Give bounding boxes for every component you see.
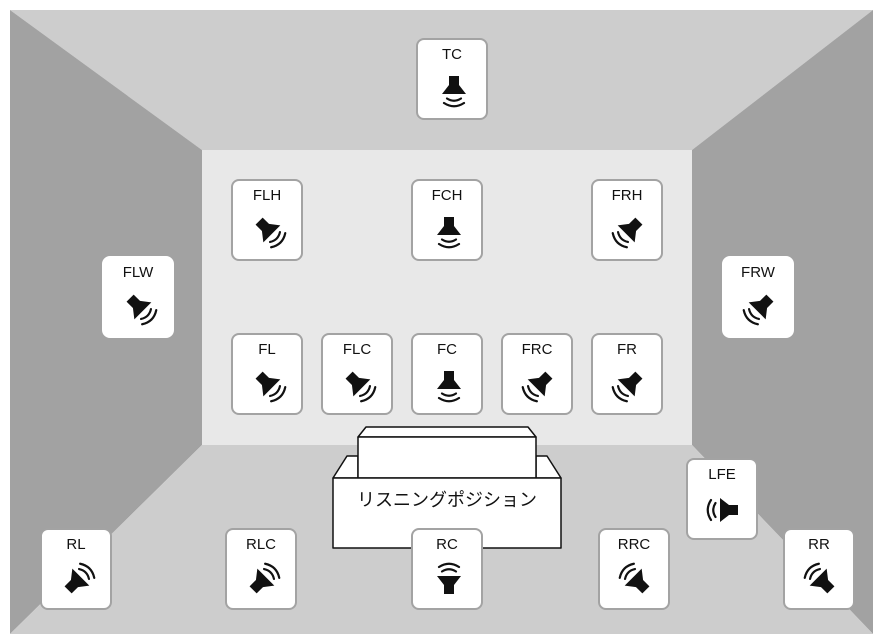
speaker-icon bbox=[611, 217, 643, 249]
speaker-label: FC bbox=[437, 341, 457, 358]
speaker-icon bbox=[437, 371, 461, 403]
speaker-icon bbox=[706, 498, 738, 522]
speaker-frw[interactable]: FRW bbox=[722, 256, 794, 338]
speaker-label: RL bbox=[66, 536, 86, 553]
speaker-rc[interactable]: RC bbox=[411, 528, 483, 610]
speaker-icon bbox=[64, 562, 96, 594]
speaker-icon bbox=[442, 76, 466, 108]
speaker-lfe[interactable]: LFE bbox=[686, 458, 758, 540]
speaker-fch[interactable]: FCH bbox=[411, 179, 483, 261]
speaker-icon bbox=[255, 217, 287, 249]
speaker-icon bbox=[255, 371, 287, 403]
speaker-label: FRC bbox=[521, 341, 553, 358]
speaker-label: FLC bbox=[342, 341, 372, 358]
speaker-flw[interactable]: FLW bbox=[102, 256, 174, 338]
listening-position-label: リスニングポジション bbox=[357, 490, 537, 511]
speaker-label: RR bbox=[808, 536, 830, 553]
speaker-label: FLH bbox=[252, 187, 282, 204]
speaker-rr[interactable]: RR bbox=[783, 528, 855, 610]
speaker-label: RC bbox=[436, 536, 458, 553]
speaker-rl[interactable]: RL bbox=[40, 528, 112, 610]
speaker-flc[interactable]: FLC bbox=[321, 333, 393, 415]
speaker-label: RRC bbox=[617, 536, 651, 553]
speaker-label: FRH bbox=[611, 187, 643, 204]
speaker-flh[interactable]: FLH bbox=[231, 179, 303, 261]
speaker-icon bbox=[611, 371, 643, 403]
speaker-label: FL bbox=[258, 341, 276, 358]
speaker-label: LFE bbox=[708, 466, 736, 483]
speaker-label: FRW bbox=[741, 264, 775, 281]
speaker-label: RLC bbox=[245, 536, 276, 553]
speaker-icon bbox=[437, 562, 461, 594]
speaker-icon bbox=[437, 217, 461, 249]
speaker-frc[interactable]: FRC bbox=[501, 333, 573, 415]
speaker-fc[interactable]: FC bbox=[411, 333, 483, 415]
speaker-icon bbox=[742, 294, 774, 326]
speaker-label: FLW bbox=[122, 264, 154, 281]
speaker-icon bbox=[126, 294, 158, 326]
speaker-label: FR bbox=[617, 341, 637, 358]
speaker-icon bbox=[618, 562, 650, 594]
speaker-rrc[interactable]: RRC bbox=[598, 528, 670, 610]
speaker-rlc[interactable]: RLC bbox=[225, 528, 297, 610]
speaker-label: FCH bbox=[431, 187, 463, 204]
speaker-icon bbox=[345, 371, 377, 403]
speaker-icon bbox=[803, 562, 835, 594]
speaker-icon bbox=[521, 371, 553, 403]
speaker-fl[interactable]: FL bbox=[231, 333, 303, 415]
speaker-icon bbox=[249, 562, 281, 594]
speaker-label: TC bbox=[442, 46, 462, 63]
speaker-frh[interactable]: FRH bbox=[591, 179, 663, 261]
speaker-fr[interactable]: FR bbox=[591, 333, 663, 415]
speaker-tc[interactable]: TC bbox=[416, 38, 488, 120]
